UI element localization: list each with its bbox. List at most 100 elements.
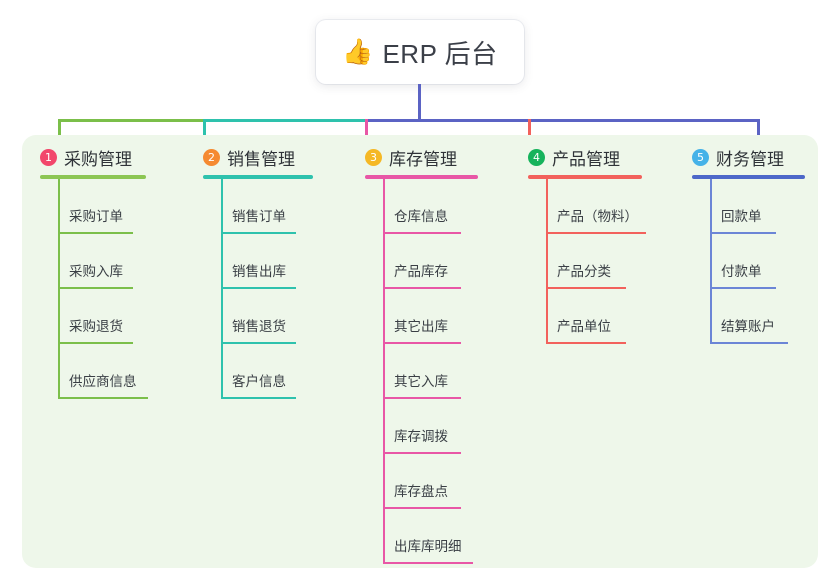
list-item-underline	[383, 232, 461, 234]
list-item-label: 采购订单	[69, 209, 123, 224]
root-title: ERP 后台	[382, 38, 498, 69]
list-item-underline	[221, 232, 296, 234]
list-item-label: 其它出库	[394, 319, 448, 334]
segment-1-2	[58, 119, 203, 122]
list-item[interactable]: 库存盘点	[365, 454, 478, 509]
list-item-label: 出库库明细	[394, 539, 462, 554]
list-item[interactable]: 产品（物料）	[528, 179, 646, 234]
root-trunk-line	[418, 84, 421, 122]
list-item[interactable]: 采购订单	[40, 179, 146, 234]
list-item-underline	[383, 287, 461, 289]
list-item-label: 仓库信息	[394, 209, 448, 224]
list-item[interactable]: 出库库明细	[365, 509, 478, 564]
column-badge-icon: 1	[40, 148, 57, 166]
list-item-label: 库存盘点	[394, 484, 448, 499]
column-spine-line	[383, 179, 385, 564]
column-items: 采购订单采购入库采购退货供应商信息	[40, 179, 148, 399]
column-header-underline	[365, 175, 478, 179]
column-title: 财务管理	[716, 149, 784, 169]
list-item-underline	[58, 232, 133, 234]
list-item-underline	[58, 287, 133, 289]
thumbs-up-icon: 👍	[342, 37, 374, 66]
list-item-underline	[221, 342, 296, 344]
list-item-label: 其它入库	[394, 374, 448, 389]
column-items: 销售订单销售出库销售退货客户信息	[203, 179, 313, 399]
segment-3-5	[365, 119, 757, 122]
column-title: 销售管理	[227, 149, 295, 169]
diagram-panel	[22, 135, 818, 568]
list-item-underline	[383, 452, 461, 454]
list-item-underline	[546, 232, 646, 234]
column-title: 库存管理	[389, 149, 457, 169]
list-item-label: 销售退货	[232, 319, 286, 334]
list-item-label: 付款单	[721, 264, 762, 279]
column-items: 仓库信息产品库存其它出库其它入库库存调拨库存盘点出库库明细	[365, 179, 478, 564]
list-item-label: 销售订单	[232, 209, 286, 224]
list-item-underline	[383, 397, 461, 399]
list-item-underline	[58, 342, 133, 344]
drop-col-4	[528, 119, 531, 146]
drop-col-3	[365, 119, 368, 146]
column-1: 1 采购管理采购订单采购入库采购退货供应商信息	[40, 146, 148, 399]
list-item[interactable]: 销售出库	[203, 234, 313, 289]
list-item-label: 客户信息	[232, 374, 286, 389]
column-badge-icon: 4	[528, 148, 545, 166]
list-item-label: 采购退货	[69, 319, 123, 334]
list-item-underline	[546, 342, 626, 344]
list-item-underline	[221, 397, 296, 399]
list-item[interactable]: 产品分类	[528, 234, 642, 289]
list-item[interactable]: 采购入库	[40, 234, 146, 289]
list-item-label: 库存调拨	[394, 429, 448, 444]
column-title: 采购管理	[64, 149, 132, 169]
column-header-1[interactable]: 1 采购管理	[40, 146, 146, 169]
list-item-label: 采购入库	[69, 264, 123, 279]
list-item[interactable]: 其它入库	[365, 344, 478, 399]
list-item-label: 回款单	[721, 209, 762, 224]
column-2: 2 销售管理销售订单销售出库销售退货客户信息	[203, 146, 313, 399]
list-item-underline	[221, 287, 296, 289]
list-item[interactable]: 库存调拨	[365, 399, 478, 454]
column-header-2[interactable]: 2 销售管理	[203, 146, 313, 169]
list-item-label: 产品库存	[394, 264, 448, 279]
column-4: 4 产品管理产品（物料） 产品分类产品单位	[528, 146, 646, 344]
list-item[interactable]: 供应商信息	[40, 344, 148, 399]
root-node[interactable]: 👍 ERP 后台	[316, 20, 524, 84]
list-item-label: 产品（物料）	[557, 209, 638, 224]
list-item-label: 产品分类	[557, 264, 611, 279]
drop-col-1	[58, 119, 61, 146]
column-spine-line	[58, 179, 60, 399]
list-item[interactable]: 产品单位	[528, 289, 642, 344]
list-item[interactable]: 采购退货	[40, 289, 146, 344]
segment-2-3	[203, 119, 365, 122]
list-item[interactable]: 仓库信息	[365, 179, 478, 234]
list-item-underline	[383, 507, 461, 509]
list-item-underline	[546, 287, 626, 289]
list-item[interactable]: 其它出库	[365, 289, 478, 344]
list-item-label: 供应商信息	[69, 374, 137, 389]
column-header-underline	[203, 175, 313, 179]
drop-col-5	[757, 119, 760, 146]
list-item-underline	[710, 287, 776, 289]
list-item[interactable]: 结算账户	[692, 289, 805, 344]
list-item-label: 结算账户	[721, 319, 775, 334]
column-header-4[interactable]: 4 产品管理	[528, 146, 642, 169]
list-item[interactable]: 付款单	[692, 234, 805, 289]
list-item[interactable]: 产品库存	[365, 234, 478, 289]
column-header-underline	[40, 175, 146, 179]
list-item[interactable]: 销售退货	[203, 289, 313, 344]
column-items: 回款单付款单结算账户	[692, 179, 805, 344]
list-item-underline	[710, 232, 776, 234]
list-item-label: 销售出库	[232, 264, 286, 279]
list-item[interactable]: 客户信息	[203, 344, 313, 399]
list-item[interactable]: 销售订单	[203, 179, 313, 234]
list-item[interactable]: 回款单	[692, 179, 805, 234]
column-items: 产品（物料） 产品分类产品单位	[528, 179, 646, 344]
list-item-underline	[58, 397, 148, 399]
column-badge-icon: 2	[203, 148, 220, 166]
column-title: 产品管理	[552, 149, 620, 169]
list-item-underline	[383, 562, 473, 564]
